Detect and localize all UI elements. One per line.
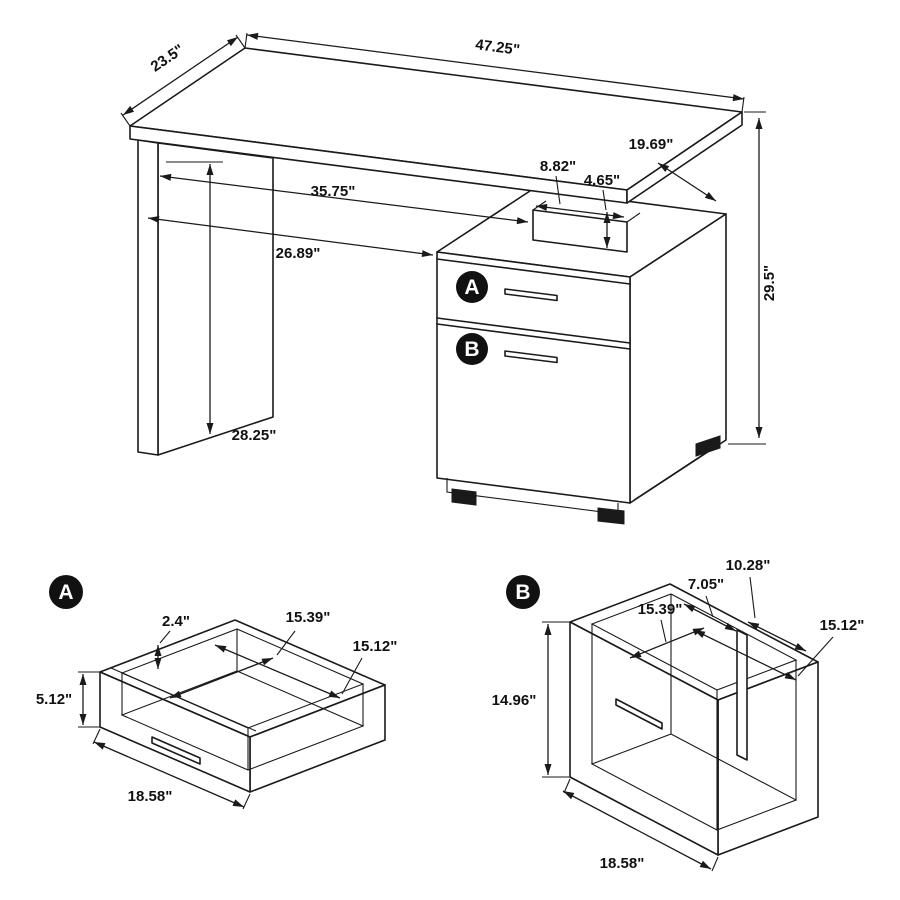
dim-width-label: 47.25" <box>474 36 520 59</box>
dim-depth-label: 23.5" <box>148 41 188 75</box>
cabinet-foot-back-right <box>695 435 721 457</box>
dim-depth-arrow <box>122 36 239 116</box>
detail-view-a: A 2.4" 15.39" 15.12" 5.12" 18.58" <box>36 575 398 810</box>
drawer-a-handle <box>504 288 558 302</box>
detail-b-badge-letter: B <box>515 581 530 604</box>
detail-a-badge-letter: A <box>58 581 73 604</box>
main-desk-view: A B 47.25" 23.5" 35.75" 26.89" 28.25" 29… <box>120 32 778 525</box>
drawer-a-badge-letter: A <box>464 276 479 299</box>
detail-b-inner-width-leader <box>797 636 834 677</box>
dim-opening-back-arrow <box>159 173 529 225</box>
drawer-b-detail-handle <box>615 698 663 730</box>
detail-b-width-label: 18.58" <box>600 855 645 872</box>
desk-left-panel-front-face <box>137 139 159 456</box>
drawer-b-badge-letter: B <box>464 338 479 361</box>
detail-b-height-label: 14.96" <box>492 692 537 709</box>
drawer-a-badge <box>456 271 488 303</box>
detail-b-inner-width-label: 15.12" <box>820 617 865 634</box>
dim-support-width-leader <box>555 175 561 205</box>
dim-opening-back-label: 35.75" <box>311 183 356 200</box>
detail-a-inner-width-label: 15.12" <box>353 638 398 655</box>
cabinet-foot-front-left <box>451 488 477 506</box>
desk-left-panel-inner-face <box>157 142 274 456</box>
detail-b-height-extensions <box>542 621 570 778</box>
detail-b-badge <box>506 575 540 609</box>
dim-overall-height-label: 29.5" <box>761 265 778 301</box>
cabinet-front-face <box>436 251 631 504</box>
detail-b-back-left-label: 7.05" <box>688 576 724 593</box>
dim-panel-height-label: 28.25" <box>232 427 277 444</box>
detail-a-dimensions: 2.4" 15.39" 15.12" 5.12" 18.58" <box>36 609 398 810</box>
detail-b-inner-width-arrow <box>693 629 797 681</box>
detail-b-width-extensions <box>563 778 719 872</box>
dim-opening-front-label: 26.89" <box>276 245 321 262</box>
detail-a-height-extensions <box>78 671 100 728</box>
detail-view-b: B 10.28" 7.05" 15.39" 15.12" 14.96" <box>492 557 865 872</box>
cabinet-drawer-divider-lines <box>436 258 631 350</box>
detail-b-width-arrow <box>562 790 712 870</box>
cabinet-plinth-lines <box>446 445 717 515</box>
detail-a-lip-leader <box>159 630 171 644</box>
drawer-a-interior-corners <box>121 629 364 770</box>
drawer-b-badge <box>456 333 488 365</box>
detail-a-inner-width-leader <box>341 657 363 695</box>
detail-a-height-label: 5.12" <box>36 691 72 708</box>
dim-opening-front-arrow <box>147 215 434 258</box>
dim-width-arrow <box>246 32 745 102</box>
detail-a-width-arrow <box>93 741 245 808</box>
dim-cabinet-depth-arrow <box>657 162 717 202</box>
dim-cabinet-depth-label: 19.69" <box>629 136 674 153</box>
detail-a-lip-label: 2.4" <box>162 613 190 630</box>
detail-a-badge <box>49 575 83 609</box>
detail-a-width-label: 18.58" <box>128 788 173 805</box>
detail-b-back-right-label: 10.28" <box>726 557 771 574</box>
cabinet-foot-front-right <box>597 507 625 525</box>
dim-support-height-leader <box>602 189 607 211</box>
drawer-b-handle <box>504 350 558 364</box>
detail-b-back-left-arrow <box>683 603 737 632</box>
drawer-b-file-divider <box>736 629 748 761</box>
detail-a-inner-depth-label: 15.39" <box>286 609 331 626</box>
dim-overall-height-extensions <box>728 111 766 445</box>
detail-b-inner-depth-label: 15.39" <box>638 601 683 618</box>
detail-b-dimensions: 10.28" 7.05" 15.39" 15.12" 14.96" 18.58" <box>492 557 865 872</box>
detail-b-back-right-leader <box>749 576 756 619</box>
detail-b-inner-depth-arrow <box>629 627 705 659</box>
detail-a-inner-width-arrow <box>214 644 341 699</box>
dim-support-height-label: 4.65" <box>584 172 620 189</box>
drawer-b-interior-corners <box>591 594 797 830</box>
dim-support-width-label: 8.82" <box>540 158 576 175</box>
